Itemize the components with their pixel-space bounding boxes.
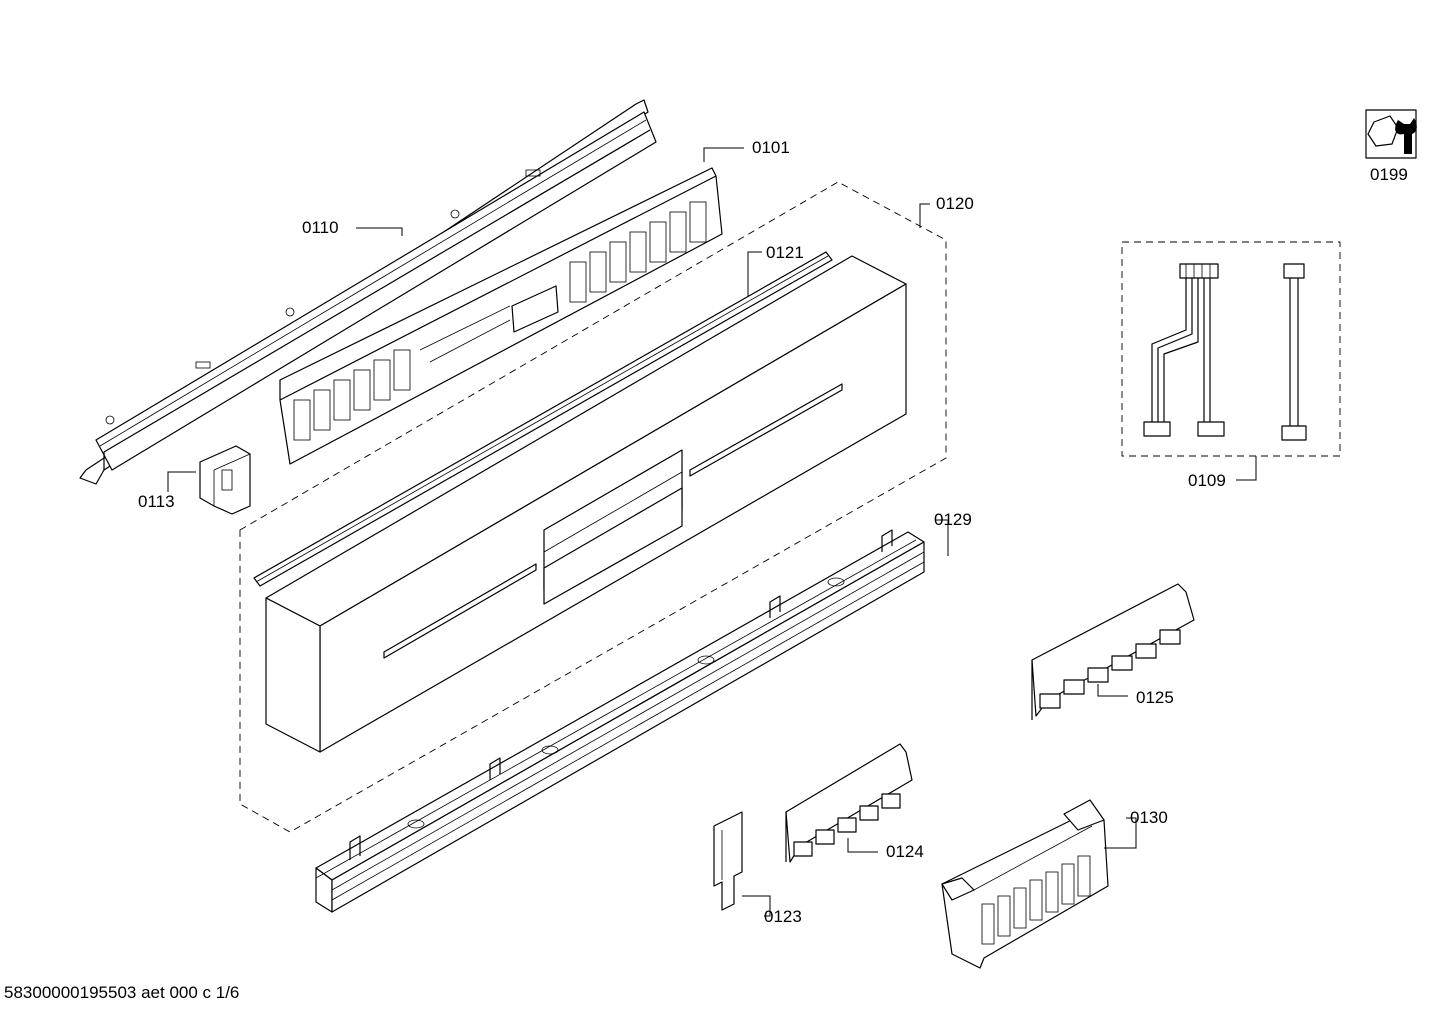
label-0110: 0110 [302, 218, 339, 237]
part-0121-trim-strip[interactable] [253, 251, 833, 587]
part-0113-clip[interactable] [199, 445, 251, 515]
label-0124: 0124 [886, 842, 924, 861]
part-fascia-panel[interactable] [265, 255, 907, 753]
label-0109: 0109 [1188, 471, 1226, 490]
part-0130-housing[interactable] [941, 799, 1109, 969]
label-0121: 0121 [766, 243, 804, 262]
label-0199: 0199 [1370, 165, 1408, 184]
label-0101: 0101 [752, 138, 790, 157]
part-0124-button-set[interactable] [785, 743, 913, 863]
part-0110-rail[interactable] [79, 99, 657, 485]
label-0130: 0130 [1130, 808, 1168, 827]
label-0123: 0123 [764, 907, 802, 926]
group-0120-dashed-outline [239, 181, 947, 833]
label-0129: 0129 [934, 510, 972, 529]
part-0129-bottom-rail[interactable] [315, 529, 925, 913]
label-0113: 0113 [138, 492, 175, 511]
wrench-nut-icon [1365, 109, 1417, 159]
part-0101-control-board[interactable] [279, 167, 723, 465]
drawing-footer: 58300000195503 aet 000 c 1/6 [4, 983, 239, 1002]
label-0125: 0125 [1136, 688, 1174, 707]
part-0123-latch[interactable] [713, 811, 743, 911]
label-0120: 0120 [936, 194, 974, 213]
part-0125-button-set[interactable] [1031, 583, 1195, 720]
part-0109-cable-kit[interactable] [1121, 241, 1341, 457]
part-labels: 0101 0110 0113 0120 0121 0129 0125 0130 … [138, 138, 1408, 926]
leader-lines [167, 147, 1257, 917]
